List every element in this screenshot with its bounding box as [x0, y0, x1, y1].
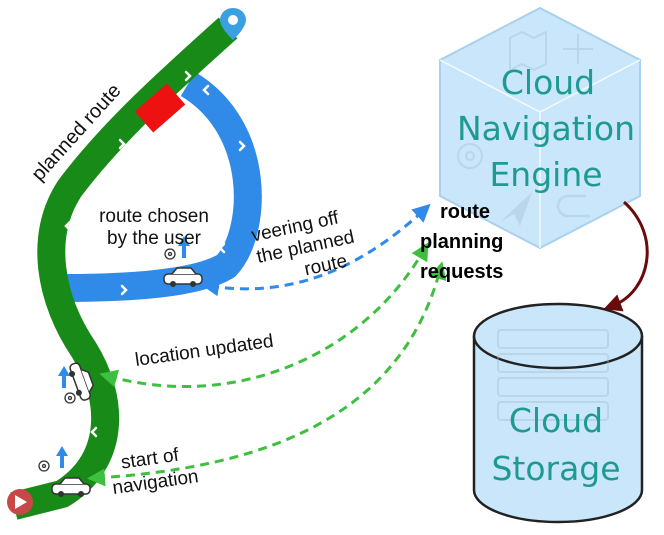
storage-title-line-2: Storage: [491, 449, 620, 488]
cloud-navigation-engine: Cloud Navigation Engine: [439, 6, 641, 250]
map-icon: [509, 30, 547, 72]
blocked-segment: [134, 83, 186, 133]
route-chosen-label-line-1: route chosen: [99, 206, 209, 227]
cloud-storage: Cloud Storage: [472, 302, 644, 524]
start-marker-icon: [7, 489, 33, 515]
destination-pin-icon: [220, 8, 246, 40]
engine-to-storage-arrow: [603, 200, 649, 312]
requests-label-line-3: requests: [420, 261, 503, 283]
requests-label-line-1: route: [440, 201, 490, 223]
crosshair-icon: [563, 34, 593, 64]
engine-title-line-2: Navigation: [457, 109, 635, 148]
target-icon: [457, 143, 483, 169]
engine-title-line-1: Cloud: [501, 63, 595, 102]
engine-title-line-3: Engine: [489, 155, 602, 194]
compass-arrow-icon: [500, 192, 532, 226]
start-request-arrow: [87, 261, 447, 487]
requests-label-line-2: planning: [420, 231, 503, 253]
u-turn-icon: [556, 194, 590, 218]
server-stack-icon: [497, 329, 609, 421]
location-updated-label: location updated: [134, 331, 275, 371]
car-icon: [51, 477, 91, 497]
route-chosen-label-line-2: by the user: [107, 228, 202, 249]
storage-title-line-1: Cloud: [509, 401, 603, 440]
